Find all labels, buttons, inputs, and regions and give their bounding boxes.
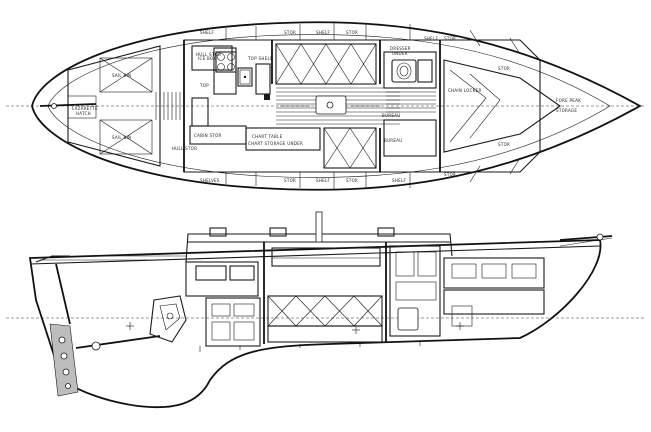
shelf-top-2-label: SHELF <box>316 30 331 35</box>
mast-stub <box>315 211 323 243</box>
floor-timbers <box>199 342 421 352</box>
hatch-main <box>269 227 287 237</box>
top-label: TOP <box>199 83 209 88</box>
shelves-profile <box>271 247 381 267</box>
profile-hull-outline <box>28 239 602 409</box>
v-berth <box>443 59 561 153</box>
storage-label: STORAGE <box>556 108 577 113</box>
plan-deck-line <box>47 34 611 178</box>
sink-icon <box>237 67 253 87</box>
shelf-bottom-2-label: SHELF <box>392 178 407 183</box>
fwd-sole <box>386 91 436 113</box>
sheer-line <box>29 245 601 265</box>
bowsprit-icon <box>559 233 613 247</box>
lazarette-label-1: LAZARETTE <box>72 106 98 111</box>
stor-1-label: STOR <box>284 30 296 35</box>
shelves-label: SHELVES <box>200 178 220 183</box>
ice-box <box>191 45 233 71</box>
sail-bin-bottom-label: SAIL BIN <box>112 135 131 140</box>
toilet-icon <box>391 59 417 83</box>
stor-5-label: STOR <box>284 178 296 183</box>
prop-shaft <box>75 335 161 349</box>
galley-cabinet <box>205 297 261 347</box>
stove-burners-icon <box>215 51 237 73</box>
lazarette-label-2: HATCH <box>76 111 91 116</box>
chart-table <box>245 127 321 151</box>
fwd-locker <box>451 305 473 327</box>
stor-2-label: STOR <box>346 30 358 35</box>
cabin-stor-label: CABIN STOR <box>194 133 222 138</box>
hull-stor-top-label: HULL STOR <box>196 52 221 57</box>
dresser-label-1: DRESSER <box>390 46 411 51</box>
tiller <box>39 103 97 107</box>
plan-view: SAIL BIN SAIL BIN LAZARETTE HATCH ICE BO… <box>6 21 645 191</box>
settee-profile <box>267 295 383 327</box>
station-marks <box>126 322 464 334</box>
settee-base <box>267 325 383 343</box>
bureau-b-label: BUREAU <box>384 138 402 143</box>
head-cabinetry <box>389 245 441 337</box>
hatch-fwd <box>377 227 395 237</box>
sail-bin-top-label: SAIL BIN <box>112 73 131 78</box>
rudder-icon <box>49 263 79 397</box>
chart-table-label-1: CHART TABLE <box>252 134 283 139</box>
plan-hull-outline <box>31 21 642 191</box>
engine-icon <box>149 295 187 343</box>
v-berth-profile <box>443 257 545 289</box>
galley-post <box>264 94 270 100</box>
stor-7-label: STOR <box>444 172 456 177</box>
stor-6-label: STOR <box>346 178 358 183</box>
profile-view <box>6 211 645 409</box>
forepeak-label: FORE PEAK <box>556 98 581 103</box>
dresser-label-2: UNDER <box>392 51 408 56</box>
top-shelf-label: TOP SHELF <box>247 56 273 61</box>
head-compartment <box>383 51 437 89</box>
sail-bin-top-box <box>99 57 153 93</box>
bureau-a-label: BUREAU <box>382 113 400 118</box>
chart-table-label-2: CHART STORAGE UNDER <box>248 141 303 146</box>
hatch-aft <box>209 227 227 237</box>
stor-8-label: STOR <box>498 142 510 147</box>
sail-bin-bottom-box <box>99 119 153 155</box>
lazarette-hatch <box>67 95 97 119</box>
shelf-bottom-label: SHELF <box>316 178 331 183</box>
settee-top <box>275 43 377 85</box>
hull-lockers <box>225 23 521 189</box>
head-locker <box>417 59 433 83</box>
cockpit-grating <box>155 92 185 120</box>
hanging-locker <box>383 119 437 157</box>
shelf-drawer-label: SHELF <box>424 36 439 41</box>
stor-3-label: STOR <box>444 36 456 41</box>
hull-storage-top <box>191 97 209 127</box>
galley-locker <box>255 63 271 95</box>
chain-locker-label: CHAIN LOCKER <box>448 88 482 93</box>
propeller <box>91 341 101 351</box>
stor-4-label: STOR <box>498 66 510 71</box>
quarter-berth <box>185 261 259 297</box>
shelf-top-label: SHELF <box>200 30 215 35</box>
settee-bottom <box>323 127 377 169</box>
ice-box-label: ICE BOX <box>198 56 216 61</box>
head-profile-toilet <box>397 307 419 331</box>
